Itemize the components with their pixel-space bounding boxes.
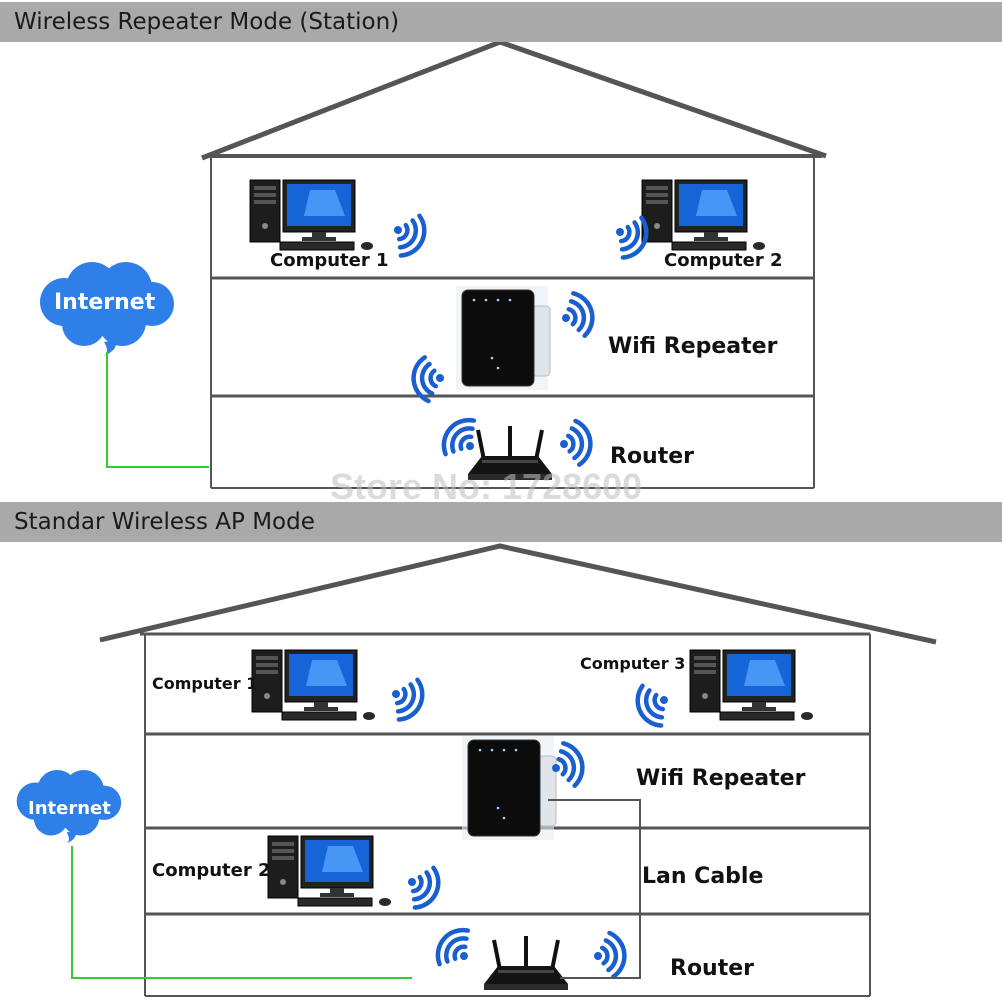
- bottom-computer-1-label: Computer 1: [152, 674, 258, 693]
- top-repeater-label: Wifi Repeater: [608, 334, 778, 359]
- bottom-lan-cable: [548, 799, 641, 979]
- bottom-computer-3-label: Computer 3: [580, 654, 686, 673]
- bottom-repeater-icon: [461, 735, 557, 841]
- bottom-computer-2-label: Computer 2: [152, 860, 271, 881]
- top-repeater-icon: [455, 285, 551, 391]
- top-internet-label: Internet: [54, 290, 156, 315]
- top-computer-2-icon: [641, 179, 766, 251]
- bottom-internet-label: Internet: [28, 798, 111, 819]
- bottom-computer-2-icon: [267, 835, 392, 907]
- top-router-label: Router: [610, 444, 695, 469]
- bottom-internet-cable: [71, 846, 412, 979]
- top-computer-2-label: Computer 2: [664, 250, 783, 271]
- bottom-router-label: Router: [670, 956, 755, 981]
- bottom-lan-cable-label: Lan Cable: [642, 864, 764, 889]
- bottom-computer-1-icon: [251, 649, 376, 721]
- bottom-wifi-router-left-icon: [436, 930, 471, 965]
- bottom-wifi-computer-1-icon: [388, 679, 429, 720]
- bottom-wifi-computer-3-icon: [631, 685, 672, 726]
- bottom-computer-3-icon: [689, 649, 814, 721]
- bottom-wifi-router-right-icon: [590, 932, 635, 977]
- top-house: [201, 39, 827, 489]
- watermark: Store No: 1728600: [330, 466, 643, 507]
- bottom-house-roof: [99, 543, 937, 645]
- bottom-panel-title: Standar Wireless AP Mode: [0, 502, 1002, 542]
- top-house-roof: [201, 39, 827, 161]
- top-wifi-repeater-right-icon: [558, 292, 602, 336]
- top-internet-cable: [106, 352, 209, 468]
- top-wifi-router-left-icon: [442, 420, 477, 455]
- bottom-router-icon: [482, 934, 570, 992]
- top-wifi-computer-1-icon: [390, 215, 431, 256]
- top-computer-1-label: Computer 1: [270, 250, 389, 271]
- top-computer-1-icon: [249, 179, 374, 251]
- top-wifi-router-right-icon: [556, 420, 601, 465]
- bottom-wifi-computer-2-icon: [404, 867, 445, 908]
- bottom-repeater-label: Wifi Repeater: [636, 766, 806, 791]
- top-panel-title: Wireless Repeater Mode (Station): [0, 2, 1002, 42]
